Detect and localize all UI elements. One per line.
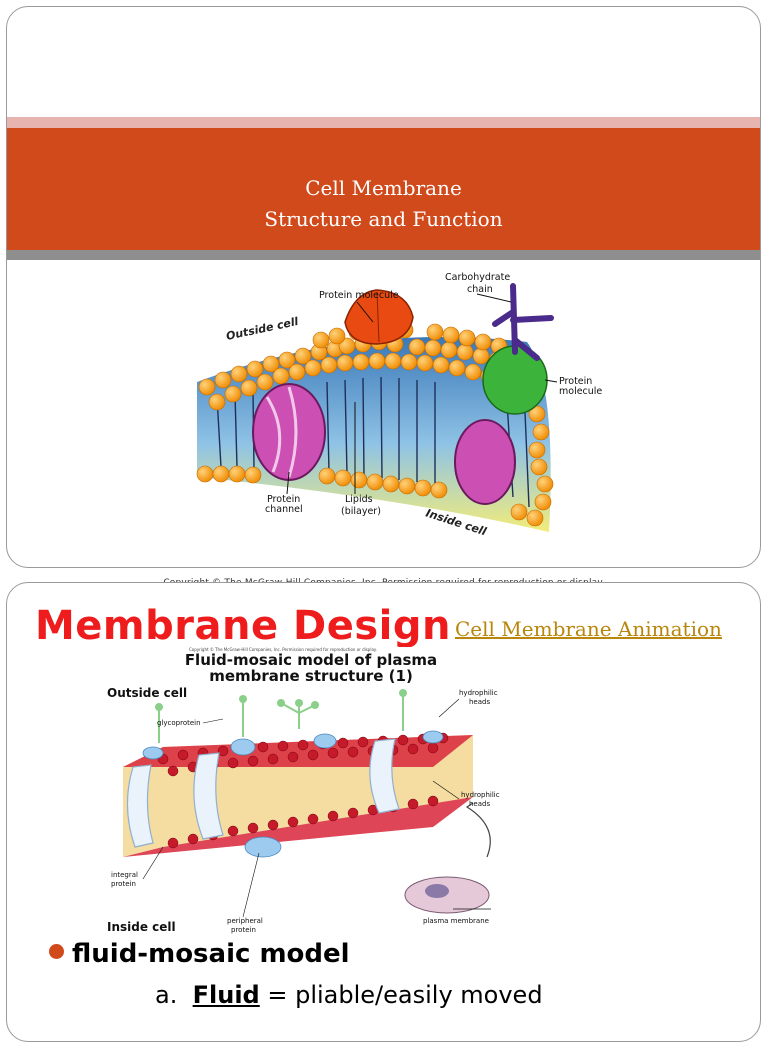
protein-bulbs	[142, 730, 444, 858]
figure-label-plasma-membrane: plasma membrane	[423, 917, 489, 925]
label-outside-cell: Outside cell	[225, 315, 300, 343]
curved-arrow-icon	[465, 802, 491, 858]
label-protein-channel-1: Protein	[267, 494, 300, 505]
label-lipids-1: Lipids	[345, 494, 373, 505]
figure-label-hydrophilic-top-2: heads	[469, 698, 490, 706]
label-protein-right-1: Protein	[559, 376, 592, 387]
label-lipids-2: (bilayer)	[341, 506, 381, 517]
figure-label-inside-cell: Inside cell	[107, 920, 176, 934]
figure-leader-lines	[142, 698, 460, 918]
title-accent-strip	[7, 117, 760, 128]
figure-label-peripheral-1: peripheral	[227, 917, 263, 925]
figure-label-integral-2: protein	[111, 880, 136, 888]
label-protein-molecule-top: Protein molecule	[319, 290, 399, 301]
title-divider-strip	[7, 250, 760, 260]
figure-heading-2: membrane structure (1)	[209, 667, 413, 685]
slide-title-line-1: Cell Membrane	[305, 176, 462, 200]
bullet-dot-icon	[49, 943, 64, 959]
sub-bullet-prefix: a.	[155, 981, 178, 1009]
label-leader-lines	[286, 293, 558, 495]
cell-membrane-diagram: Outside cell Protein molecule Carbohydra…	[196, 272, 602, 538]
protein-channel-right	[454, 419, 516, 505]
cell-nucleus	[425, 884, 449, 898]
glycoprotein-chains	[155, 689, 407, 743]
cell-sketch	[404, 876, 490, 914]
figure-label-hydrophilic-top-1: hydrophilic	[459, 689, 498, 697]
slide-title-line-2: Structure and Function	[264, 207, 503, 231]
figure-label-hydrophilic-mid-1: hydrophilic	[461, 791, 500, 799]
figure-copyright: Copyright © The McGraw-Hill Companies, I…	[189, 647, 377, 652]
label-carbohydrate-2: chain	[467, 284, 493, 295]
slide-2: Membrane Design Cell Membrane Animation …	[6, 582, 761, 1042]
bullet-item: fluid-mosaic model	[49, 939, 350, 969]
figure-label-integral-1: integral	[111, 871, 138, 879]
figure-heading-1: Fluid-mosaic model of plasma	[185, 651, 437, 669]
figure-label-glycoprotein: glycoprotein	[157, 719, 201, 727]
slide-title: Membrane Design	[35, 603, 451, 649]
cell-membrane-animation-link[interactable]: Cell Membrane Animation	[455, 617, 722, 641]
carbohydrate-chain	[492, 283, 554, 361]
label-protein-right-2: molecule	[559, 386, 602, 397]
sub-bullet-item: a. Fluid = pliable/easily moved	[155, 981, 543, 1009]
sub-bullet-term: Fluid	[192, 981, 260, 1009]
figure-label-peripheral-2: protein	[231, 926, 256, 934]
bullet-text: fluid-mosaic model	[72, 939, 350, 969]
figure-label-outside-cell: Outside cell	[107, 686, 187, 700]
label-protein-channel-2: channel	[265, 504, 303, 515]
protein-channel	[252, 383, 326, 481]
fluid-mosaic-figure: Copyright © The McGraw-Hill Companies, I…	[103, 647, 519, 937]
slide-1: Cell Membrane Structure and Function	[6, 6, 761, 568]
protein-molecule-top	[344, 289, 414, 345]
title-band: Cell Membrane Structure and Function	[7, 128, 760, 250]
integral-proteins	[126, 738, 400, 848]
figure-label-hydrophilic-mid-2: heads	[469, 800, 490, 808]
label-carbohydrate-1: Carbohydrate	[445, 272, 510, 283]
sub-bullet-definition: = pliable/easily moved	[267, 981, 543, 1009]
lipid-heads-bottom	[196, 405, 554, 527]
